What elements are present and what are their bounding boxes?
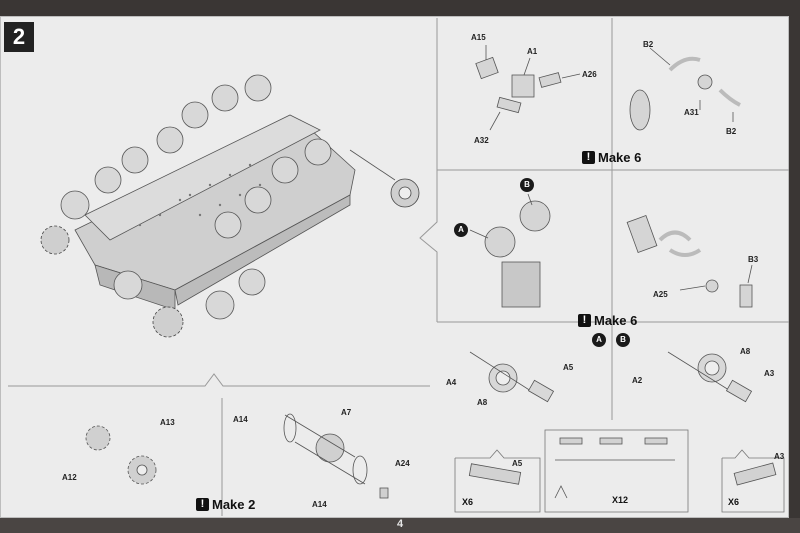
bogie-assembly-a (469, 193, 551, 308)
sprockets (40, 178, 420, 338)
callout-circle-a-lower: A (592, 333, 606, 347)
callout-circle-a: A (454, 223, 468, 237)
part-label-b3: B3 (748, 255, 759, 264)
part-label-a4: A4 (446, 378, 457, 387)
step-number: 2 (4, 22, 34, 52)
leader-line (349, 149, 396, 181)
part-label-a24: A24 (395, 459, 410, 468)
part-label-a25: A25 (653, 290, 668, 299)
part-label-a13: A13 (160, 418, 175, 427)
make6-mid: !Make 6 (578, 313, 637, 328)
callout-circle-b-lower: B (616, 333, 630, 347)
part-label-a5-mid: A5 (563, 363, 574, 372)
count-x12: X12 (612, 495, 629, 505)
sprocket-parts (85, 425, 157, 485)
callout-circle-b: B (520, 178, 534, 192)
part-label-a14-top: A14 (233, 415, 248, 424)
part-label-a14-bottom: A14 (312, 500, 327, 509)
road-wheels (60, 74, 332, 320)
bogie-assembly-b (626, 215, 753, 308)
part-label-a1: A1 (527, 47, 538, 56)
page-footer-strip (0, 518, 800, 533)
part-label-a5-box: A5 (512, 459, 523, 468)
make6-top: !Make 6 (582, 150, 641, 165)
make2: !Make 2 (196, 497, 255, 512)
part-label-a31: A31 (684, 108, 699, 117)
part-label-b2-top: B2 (643, 40, 654, 49)
wheel-pair-b (667, 351, 753, 403)
suspension-arm-parts (475, 45, 581, 131)
panel-dividers (8, 18, 789, 516)
detail-boxes (454, 429, 785, 513)
idler-parts (283, 413, 389, 499)
detail-parts (468, 437, 777, 499)
part-label-a3-box: A3 (774, 452, 785, 461)
page-number: 4 (396, 518, 404, 530)
part-label-a26: A26 (582, 70, 597, 79)
bogie-parts (629, 47, 741, 131)
part-label-b2-bottom: B2 (726, 127, 737, 136)
part-label-a32: A32 (474, 136, 489, 145)
part-label-a12: A12 (62, 473, 77, 482)
count-x6-left: X6 (462, 497, 474, 507)
part-label-a8-right: A8 (740, 347, 751, 356)
part-label-a3-mid: A3 (764, 369, 775, 378)
part-label-a15: A15 (471, 33, 486, 42)
count-x6-right: X6 (728, 497, 740, 507)
part-label-a8-left: A8 (477, 398, 488, 407)
part-label-a7: A7 (341, 408, 352, 417)
part-label-a2: A2 (632, 376, 643, 385)
wheel-pair-a (469, 351, 555, 403)
